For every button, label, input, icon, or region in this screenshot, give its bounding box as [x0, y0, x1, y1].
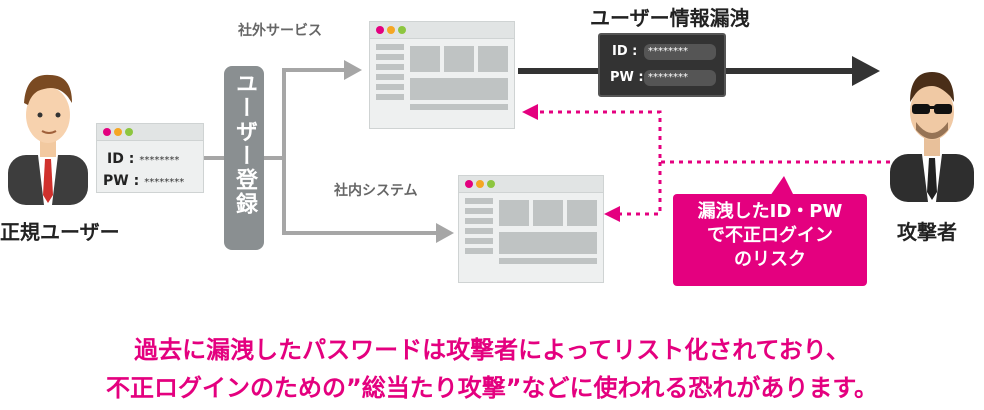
registration-pill — [224, 66, 264, 250]
leaked-credential-box: ID : ******** PW : ******** — [598, 33, 726, 97]
leak-pw-label: PW : — [610, 70, 644, 85]
leak-pw-value: ******** — [644, 70, 716, 86]
internal-system-window — [458, 175, 604, 283]
user-credential-window: ID : ******** PW : ******** — [96, 123, 204, 193]
registration-label: ユーザー登録 — [232, 72, 257, 216]
risk-line-3: のリスク — [734, 249, 806, 270]
attacker-label: 攻撃者 — [897, 220, 957, 244]
user-id-label: ID : — [107, 151, 135, 167]
leak-id-label: ID : — [612, 44, 638, 59]
caption-line-1: 過去に漏洩したパスワードは攻撃者によってリスト化されており、 — [134, 336, 850, 364]
external-service-window — [369, 21, 515, 129]
risk-line-2: で不正ログイン — [707, 225, 833, 246]
risk-line-1: 漏洩したID・PW — [697, 201, 843, 222]
legit-user-label: 正規ユーザー — [0, 220, 120, 244]
legit-user-avatar-icon — [8, 74, 88, 205]
internal-system-label: 社内システム — [334, 183, 418, 199]
external-service-label: 社外サービス — [238, 23, 322, 39]
leak-title: ユーザー情報漏洩 — [590, 6, 750, 30]
risk-callout: 漏洩したID・PW で不正ログイン のリスク — [673, 194, 867, 286]
user-id-value: ******** — [139, 155, 180, 166]
caption-line-2: 不正ログインのための”総当たり攻撃”などに使われる恐れがあります。 — [106, 374, 878, 402]
user-pw-value: ******** — [144, 177, 185, 188]
user-pw-label: PW : — [103, 173, 140, 189]
leak-id-value: ******** — [644, 44, 716, 60]
attacker-avatar-icon — [890, 72, 974, 202]
